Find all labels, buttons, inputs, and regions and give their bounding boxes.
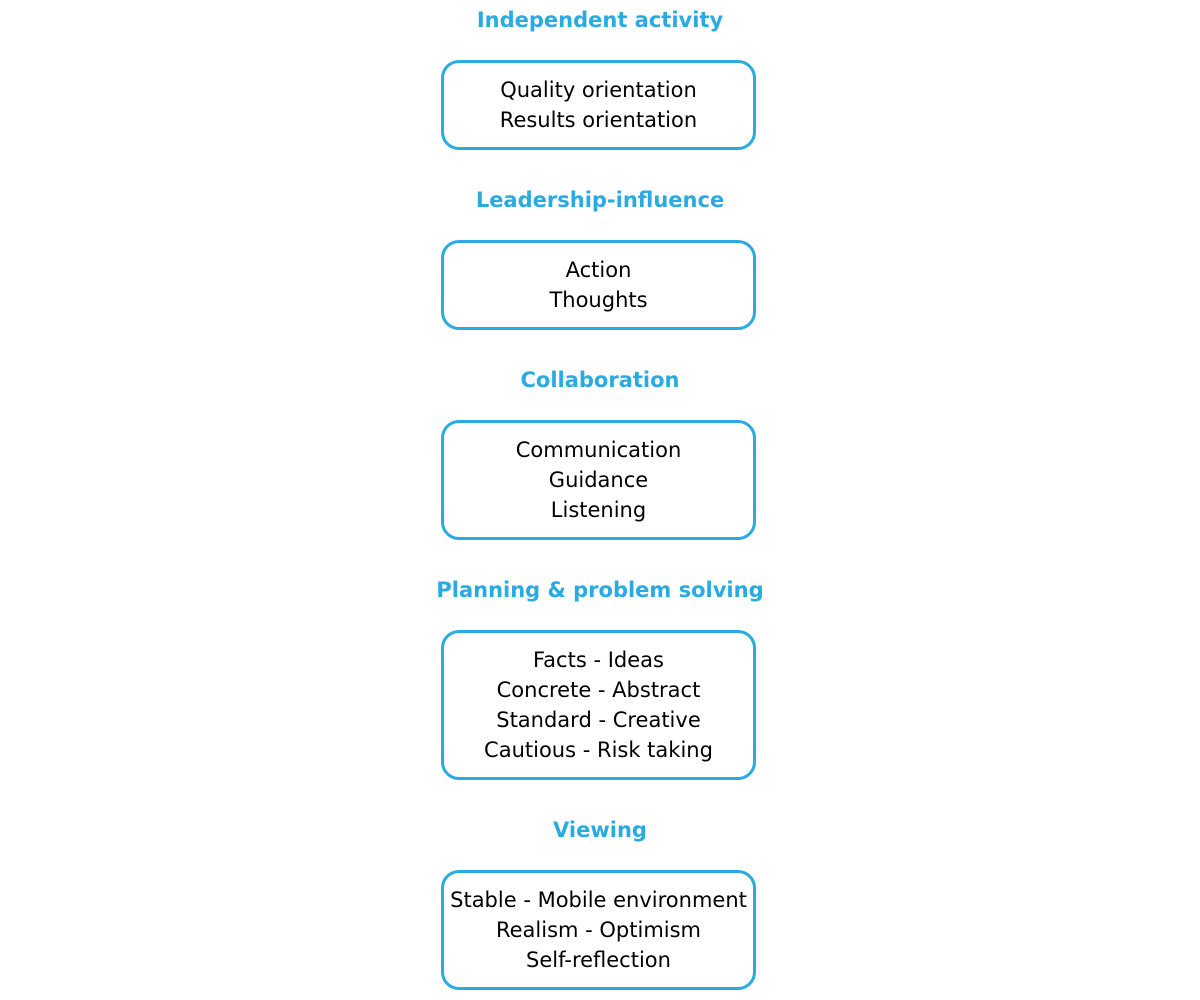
list-item: Standard - Creative xyxy=(496,708,701,732)
list-item: Thoughts xyxy=(549,288,648,312)
list-item: Stable - Mobile environment xyxy=(450,888,747,912)
list-item: Guidance xyxy=(548,468,649,492)
list-item: Quality orientation xyxy=(500,78,697,102)
section-heading-viewing: Viewing xyxy=(553,818,647,842)
section-box-collaboration: Communication Guidance Listening xyxy=(441,420,756,540)
section-heading-independent-activity: Independent activity xyxy=(476,8,724,32)
section-box-independent-activity: Quality orientation Results orientation xyxy=(441,60,756,150)
list-item: Action xyxy=(565,258,632,282)
list-item: Cautious - Risk taking xyxy=(484,738,713,762)
list-item: Realism - Optimism xyxy=(495,918,702,942)
list-item: Facts - Ideas xyxy=(533,648,664,672)
list-item: Concrete - Abstract xyxy=(496,678,701,702)
list-item: Listening xyxy=(550,498,647,522)
section-heading-leadership-influence: Leadership-influence xyxy=(475,188,725,212)
section-heading-planning-problem-solving: Planning & problem solving xyxy=(436,578,764,602)
section-heading-collaboration: Collaboration xyxy=(520,368,680,392)
list-item: Communication xyxy=(515,438,682,462)
list-item: Self-reflection xyxy=(526,948,671,972)
section-box-viewing: Stable - Mobile environment Realism - Op… xyxy=(441,870,756,990)
section-box-leadership-influence: Action Thoughts xyxy=(441,240,756,330)
list-item: Results orientation xyxy=(499,108,698,132)
section-box-planning-problem-solving: Facts - Ideas Concrete - Abstract Standa… xyxy=(441,630,756,780)
